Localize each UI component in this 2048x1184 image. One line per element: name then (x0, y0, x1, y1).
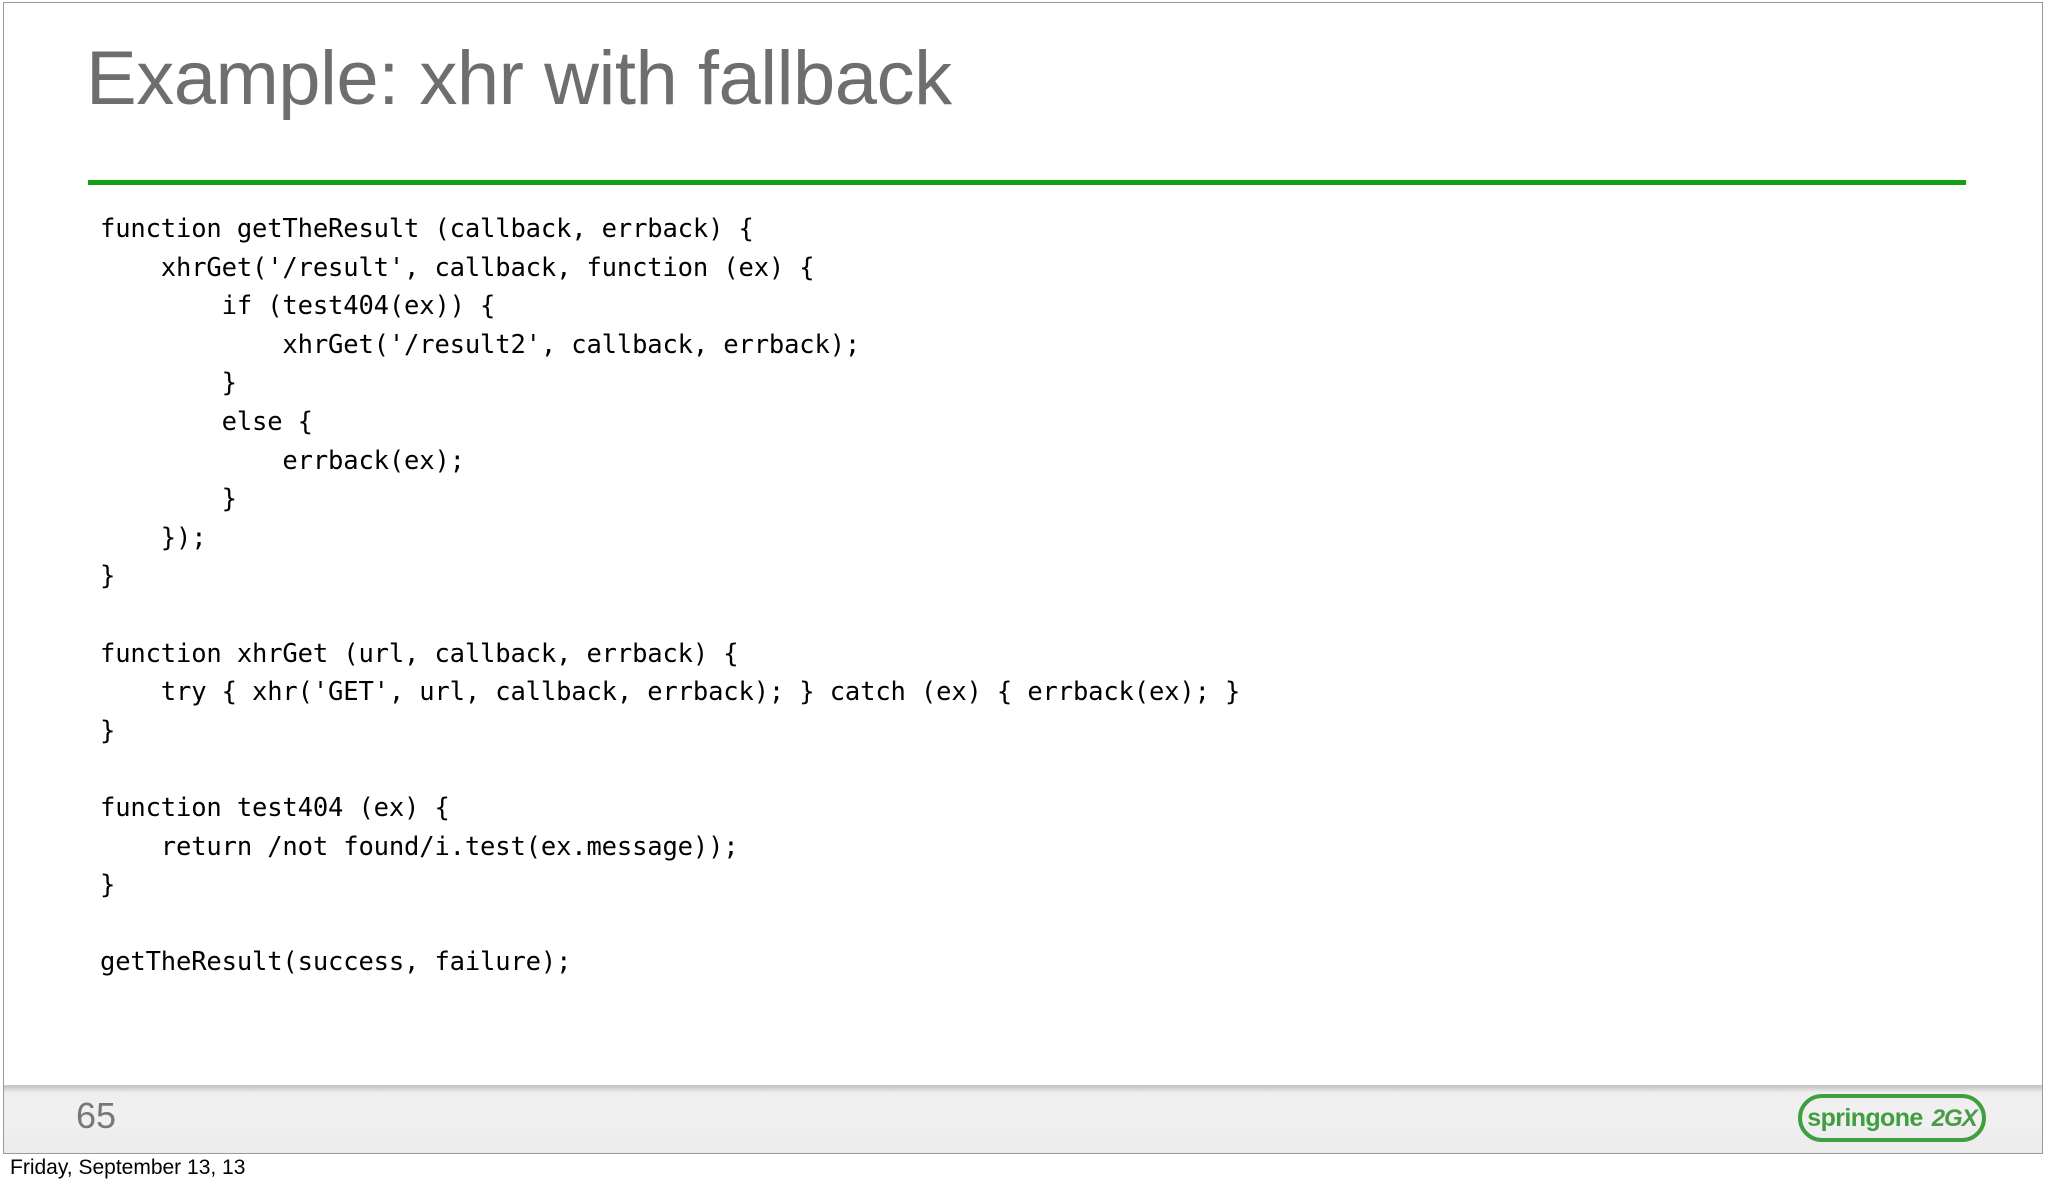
page-number: 65 (76, 1095, 117, 1136)
code-block: function getTheResult (callback, errback… (100, 214, 1241, 978)
springone-logo: springone 2GX (1798, 1094, 1986, 1142)
page-title: Example: xhr with fallback (86, 36, 952, 121)
logo-wordmark: springone 2GX (1807, 1103, 1978, 1132)
logo-suffix: 2GX (1931, 1104, 1978, 1132)
slide-footer: 65 springone 2GX (4, 1085, 2042, 1153)
date-caption: Friday, September 13, 13 (10, 1156, 246, 1179)
title-divider (88, 180, 1966, 185)
logo-name: springone (1807, 1103, 1923, 1132)
slide: Example: xhr with fallback function getT… (3, 2, 2043, 1154)
